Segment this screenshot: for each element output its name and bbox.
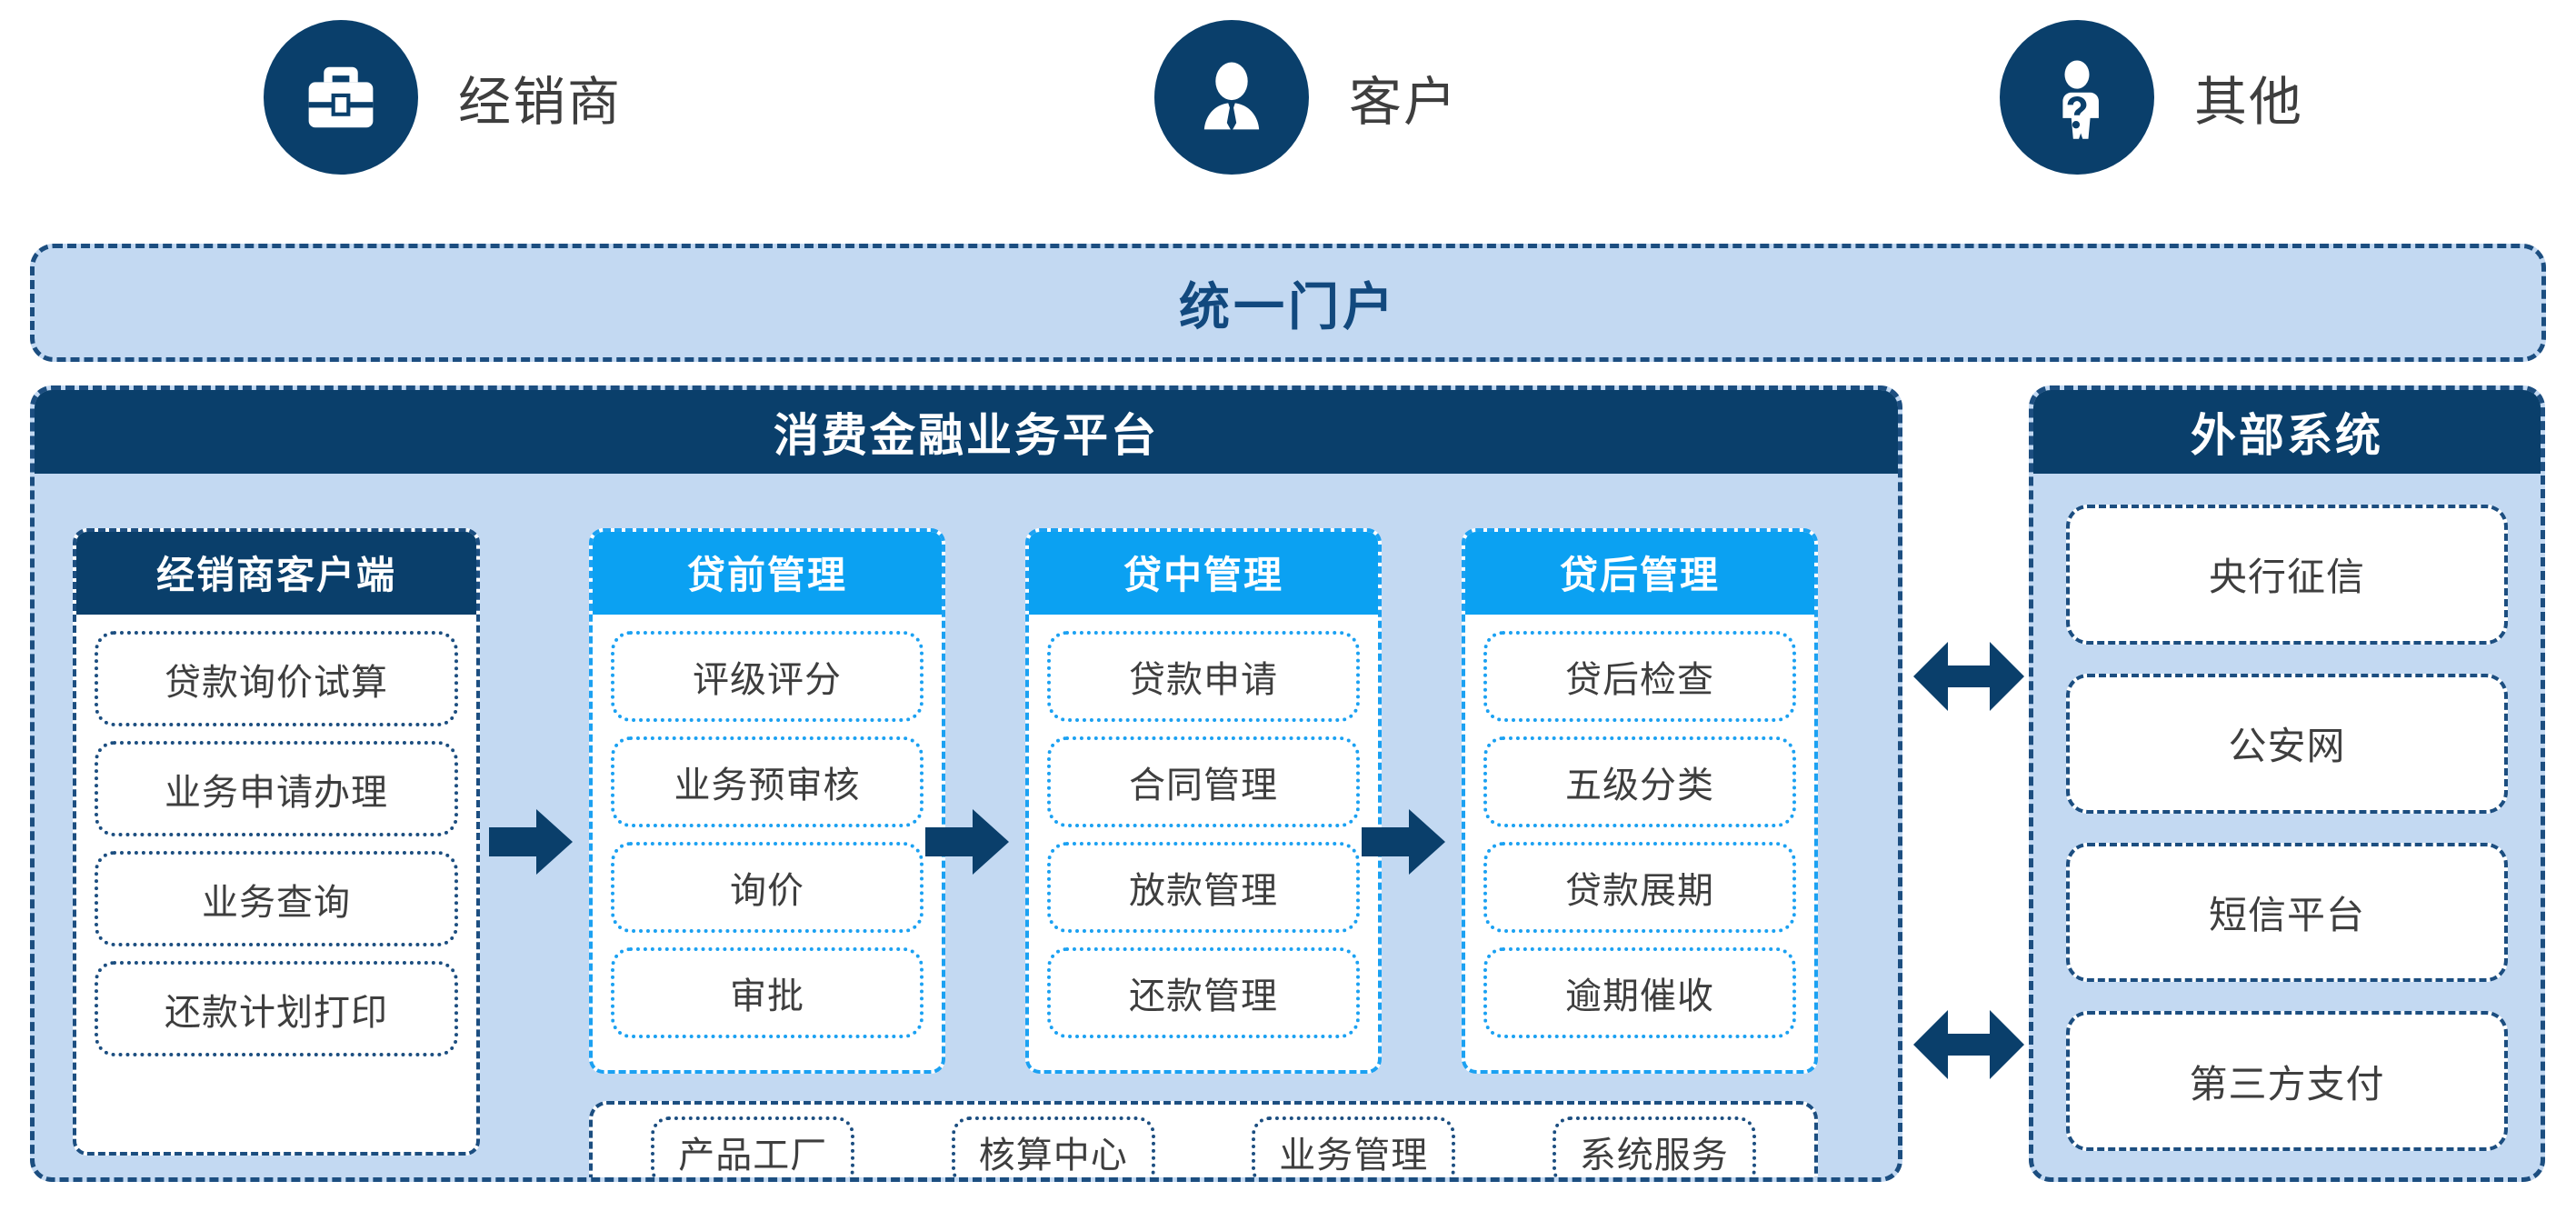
list-item[interactable]: 第三方支付 xyxy=(2066,1011,2508,1151)
list-item[interactable]: 放款管理 xyxy=(1047,842,1360,933)
actor-customer-avatar xyxy=(1154,20,1309,175)
arrow-left-right-icon xyxy=(1913,1005,2024,1085)
service-item[interactable]: 核算中心 xyxy=(951,1116,1155,1177)
stage-post-loan-items: 贷后检查 五级分类 贷款展期 逾期催收 xyxy=(1465,615,1814,1070)
list-item[interactable]: 合同管理 xyxy=(1047,736,1360,827)
list-item[interactable]: 五级分类 xyxy=(1483,736,1796,827)
person-question-icon xyxy=(2030,50,2124,145)
shared-services-strip: 产品工厂 核算中心 业务管理 系统服务 xyxy=(589,1101,1818,1177)
actor-dealer-avatar xyxy=(264,20,418,175)
list-item[interactable]: 逾期催收 xyxy=(1483,947,1796,1038)
briefcase-icon xyxy=(294,50,388,145)
stage-in-loan[interactable]: 贷中管理 贷款申请 合同管理 放款管理 还款管理 xyxy=(1025,528,1382,1074)
service-item[interactable]: 系统服务 xyxy=(1552,1116,1756,1177)
external-systems-panel: 外部系统 央行征信 公安网 短信平台 第三方支付 xyxy=(2029,385,2545,1182)
unified-portal-title: 统一门户 xyxy=(1179,277,1397,335)
actor-other[interactable]: 其他 xyxy=(2000,20,2303,175)
list-item[interactable]: 评级评分 xyxy=(611,631,924,722)
platform-title: 消费金融业务平台 xyxy=(35,390,1898,474)
list-item[interactable]: 贷后检查 xyxy=(1483,631,1796,722)
stage-post-loan-title: 贷后管理 xyxy=(1465,532,1814,615)
list-item[interactable]: 业务预审核 xyxy=(611,736,924,827)
service-item[interactable]: 业务管理 xyxy=(1252,1116,1456,1177)
actor-customer-label: 客户 xyxy=(1349,73,1459,132)
list-item[interactable]: 央行征信 xyxy=(2066,505,2508,645)
stage-dealer-client-items: 贷款询价试算 业务申请办理 业务查询 还款计划打印 xyxy=(76,615,476,1152)
list-item[interactable]: 短信平台 xyxy=(2066,842,2508,983)
list-item[interactable]: 还款计划打印 xyxy=(95,961,458,1056)
list-item[interactable]: 询价 xyxy=(611,842,924,933)
actor-customer[interactable]: 客户 xyxy=(1154,20,1458,175)
actor-row: 经销商 客户 其他 xyxy=(0,0,2576,227)
list-item[interactable]: 审批 xyxy=(611,947,924,1038)
list-item[interactable]: 贷款展期 xyxy=(1483,842,1796,933)
external-systems-title: 外部系统 xyxy=(2033,390,2541,474)
actor-other-avatar xyxy=(2000,20,2154,175)
service-item[interactable]: 产品工厂 xyxy=(651,1116,855,1177)
list-item[interactable]: 业务查询 xyxy=(95,851,458,946)
stage-in-loan-items: 贷款申请 合同管理 放款管理 还款管理 xyxy=(1029,615,1378,1070)
list-item[interactable]: 还款管理 xyxy=(1047,947,1360,1038)
stage-pre-loan-title: 贷前管理 xyxy=(593,532,942,615)
stage-in-loan-title: 贷中管理 xyxy=(1029,532,1378,615)
actor-other-label: 其他 xyxy=(2194,73,2304,132)
stage-pre-loan[interactable]: 贷前管理 评级评分 业务预审核 询价 审批 xyxy=(589,528,945,1074)
arrow-right-icon xyxy=(1362,806,1445,878)
stage-dealer-client-title: 经销商客户端 xyxy=(76,532,476,615)
arrow-right-icon xyxy=(489,806,573,878)
list-item[interactable]: 贷款询价试算 xyxy=(95,631,458,726)
stage-pre-loan-items: 评级评分 业务预审核 询价 审批 xyxy=(593,615,942,1070)
stage-dealer-client[interactable]: 经销商客户端 贷款询价试算 业务申请办理 业务查询 还款计划打印 xyxy=(73,528,480,1156)
stage-post-loan[interactable]: 贷后管理 贷后检查 五级分类 贷款展期 逾期催收 xyxy=(1462,528,1818,1074)
arrow-left-right-icon xyxy=(1913,636,2024,716)
business-person-icon xyxy=(1184,50,1279,145)
arrow-right-icon xyxy=(925,806,1009,878)
unified-portal-banner[interactable]: 统一门户 xyxy=(30,244,2546,362)
list-item[interactable]: 公安网 xyxy=(2066,673,2508,814)
list-item[interactable]: 贷款申请 xyxy=(1047,631,1360,722)
external-systems-items: 央行征信 公安网 短信平台 第三方支付 xyxy=(2033,474,2541,1177)
list-item[interactable]: 业务申请办理 xyxy=(95,741,458,836)
consumer-finance-platform-panel: 消费金融业务平台 经销商客户端 贷款询价试算 业务申请办理 业务查询 还款计划打… xyxy=(30,385,1902,1182)
actor-dealer-label: 经销商 xyxy=(458,73,623,132)
actor-dealer[interactable]: 经销商 xyxy=(264,20,622,175)
platform-body: 经销商客户端 贷款询价试算 业务申请办理 业务查询 还款计划打印 贷前管理 评级… xyxy=(35,474,1898,1177)
